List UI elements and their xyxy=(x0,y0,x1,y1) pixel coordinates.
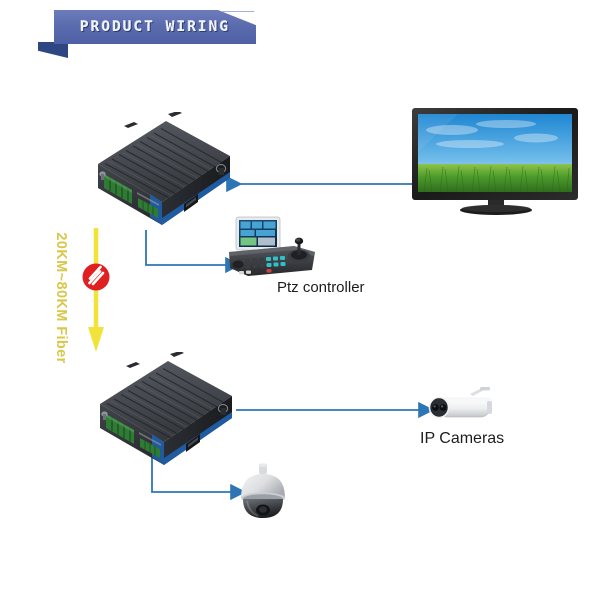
fiber-distance-label: 20KM~80KM Fiber xyxy=(53,232,69,364)
device-mount-ears xyxy=(124,112,182,128)
camera-mount-bracket xyxy=(470,387,490,396)
ptz-display-panel xyxy=(235,216,281,251)
fiber-arrow-icon xyxy=(88,228,104,352)
ip-cameras-label: IP Cameras xyxy=(420,430,505,447)
dome-mount-stem xyxy=(259,464,267,475)
device-ground-screw xyxy=(99,171,106,180)
ptz-button-grid xyxy=(232,256,286,275)
device-heatsink-fins xyxy=(104,127,226,199)
tv-neck xyxy=(488,200,504,208)
camera-ir-led-left xyxy=(432,404,439,411)
device-label-strip xyxy=(137,192,159,206)
display-tv[interactable] xyxy=(410,106,580,216)
camera-sunshield xyxy=(440,397,492,402)
fiber-break-symbol-icon xyxy=(82,263,110,291)
device-terminal-block xyxy=(104,174,132,204)
device-rj45-port xyxy=(184,194,198,212)
tv-screen-grass xyxy=(418,164,572,192)
device-mount-ears-2 xyxy=(126,352,184,368)
camera-ir-led-right xyxy=(439,404,447,411)
tv-screen-grass-blades xyxy=(423,165,570,193)
banner-title: PRODUCT WIRING xyxy=(79,19,231,35)
tv-screen-clouds xyxy=(426,120,558,148)
device-label-strip-2 xyxy=(139,432,161,446)
device-terminal-block-2 xyxy=(106,414,134,444)
device-ground-screw-2 xyxy=(101,411,108,420)
device-receiver[interactable] xyxy=(90,352,238,476)
device-port-block-2 xyxy=(140,438,160,458)
device-top-face xyxy=(98,121,230,202)
ip-camera-bullet[interactable] xyxy=(418,386,500,430)
product-wiring-banner: PRODUCT WIRING xyxy=(38,10,263,58)
tv-screen-glare xyxy=(418,114,458,152)
ip-camera-dome[interactable] xyxy=(232,462,294,524)
camera-rear-cap xyxy=(487,401,492,414)
device-heatsink-fins-2 xyxy=(106,367,228,439)
device-fiber-port xyxy=(215,163,227,175)
device-transmitter[interactable] xyxy=(88,112,236,236)
device-fiber-port-2 xyxy=(217,403,229,415)
dome-housing xyxy=(241,474,285,498)
banner-body-shape xyxy=(54,10,256,44)
banner-tail-shape xyxy=(38,42,68,58)
device-port-block xyxy=(138,198,158,218)
ptz-controller-label: Ptz controller xyxy=(277,279,365,296)
ptz-controller[interactable] xyxy=(226,216,318,282)
device-rj45-port-2 xyxy=(186,434,200,452)
device-top-face-2 xyxy=(100,361,232,442)
ptz-joystick xyxy=(288,237,310,263)
